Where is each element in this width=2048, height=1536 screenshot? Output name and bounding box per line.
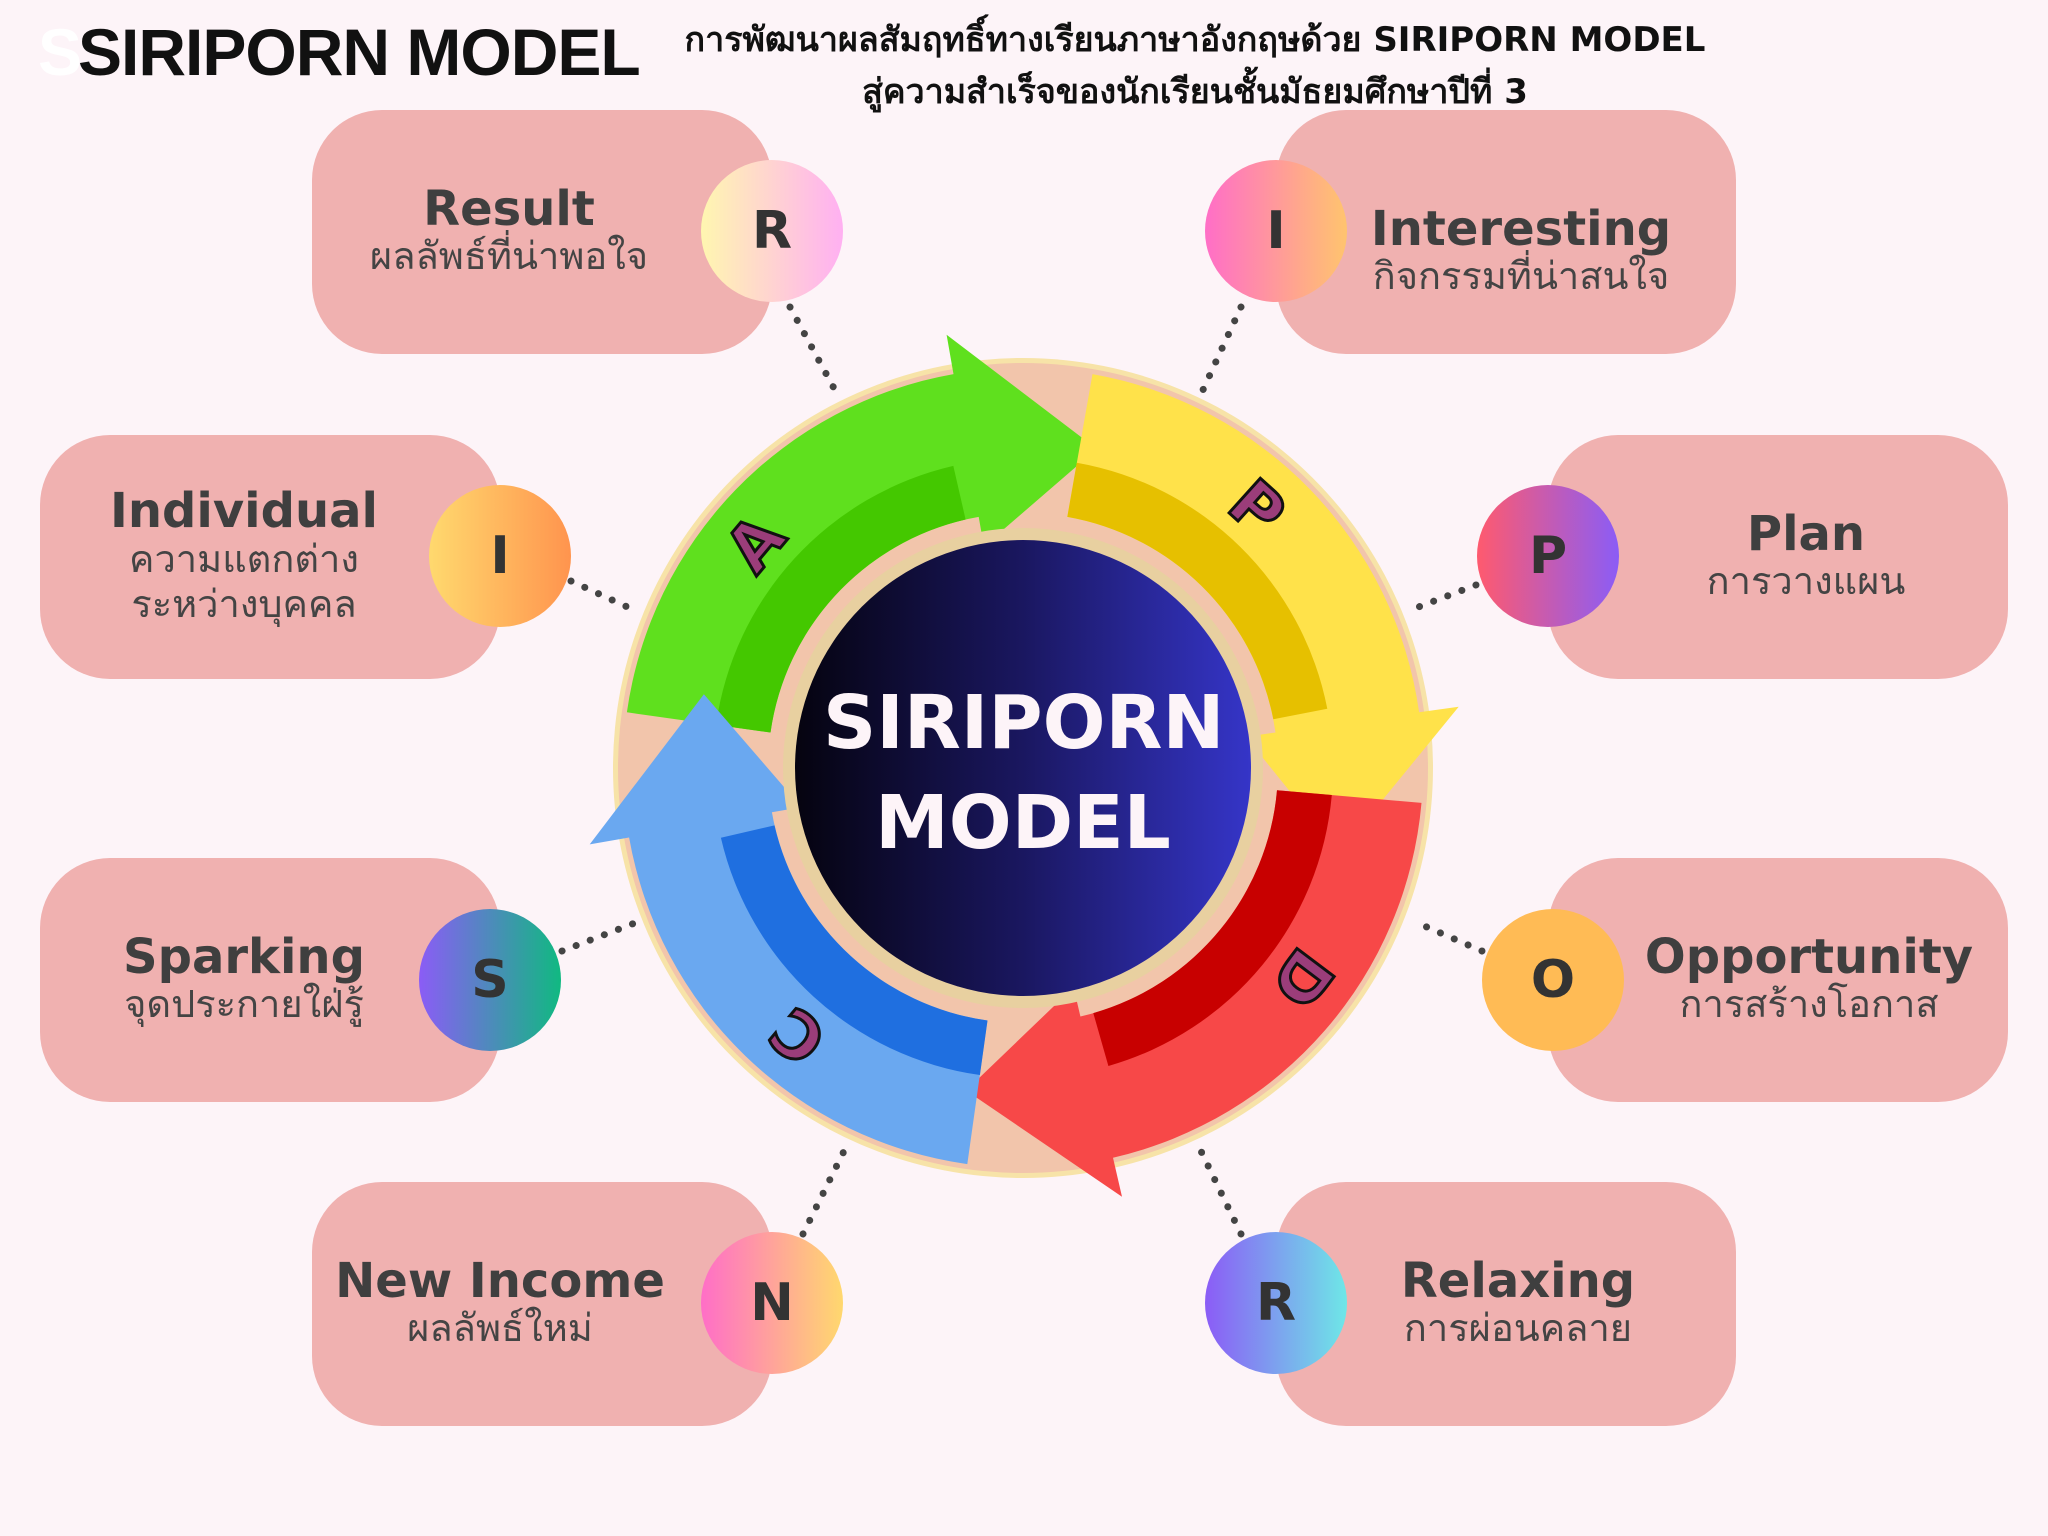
- arrow-inner-band: [716, 465, 966, 733]
- arrow-inner-band: [1093, 790, 1332, 1066]
- badge-i-interesting: I: [1205, 160, 1347, 302]
- title-shadow-letter: S: [38, 15, 83, 89]
- connector-individual: [567, 577, 640, 615]
- connector-result: [786, 303, 840, 396]
- badge-n-new-income: N: [701, 1232, 843, 1374]
- card-title: New Income: [335, 1253, 665, 1309]
- card-title: Relaxing: [1400, 1253, 1636, 1309]
- badge-s-sparking: S: [419, 909, 561, 1051]
- badge-r-relaxing: R: [1205, 1232, 1347, 1374]
- card-title: Result: [423, 181, 595, 237]
- card-title: Plan: [1746, 506, 1866, 562]
- connector-sparking: [558, 917, 644, 955]
- card-subtitle: กิจกรรมที่น่าสนใจ: [1372, 254, 1670, 299]
- card-subtitle: จุดประกายใฝ่รู้: [124, 982, 364, 1027]
- badge-o-opportunity: O: [1482, 909, 1624, 1051]
- card-title: Interesting: [1370, 201, 1672, 257]
- connector-opportunity: [1409, 917, 1486, 955]
- badge-p-plan: P: [1477, 485, 1619, 627]
- subtitle-line-2: สู่ความสำเร็จของนักเรียนชั้นมัธยมศึกษาปี…: [862, 72, 1528, 112]
- center-title-line-1: SIRIPORN: [823, 680, 1225, 766]
- page-title: SIRIPORN MODEL: [78, 15, 641, 89]
- badge-i-individual: I: [429, 485, 571, 627]
- connector-new-income: [799, 1143, 850, 1238]
- subtitle-line-1: การพัฒนาผลสัมฤทธิ์ทางเรียนภาษาอังกฤษด้วย…: [684, 20, 1706, 60]
- card-subtitle: ความแตกต่าง: [129, 536, 359, 581]
- card-subtitle: การผ่อนคลาย: [1403, 1306, 1633, 1351]
- card-subtitle: การสร้างโอกาส: [1679, 982, 1939, 1027]
- card-subtitle-2: ระหว่างบุคคล: [131, 582, 357, 627]
- card-subtitle: การวางแผน: [1706, 559, 1906, 604]
- connector-relaxing: [1195, 1143, 1245, 1238]
- badge-r-result: R: [701, 160, 843, 302]
- card-title: Sparking: [123, 929, 365, 985]
- card-subtitle: ผลลัพธ์ใหม่: [407, 1306, 593, 1351]
- card-title: Opportunity: [1644, 929, 1974, 985]
- center-circle: [795, 540, 1251, 996]
- connector-lines: [558, 303, 1486, 1238]
- connector-interesting: [1198, 303, 1245, 396]
- center-title-line-2: MODEL: [875, 780, 1171, 866]
- connector-plan: [1404, 581, 1480, 615]
- arrow-inner-band: [720, 825, 988, 1075]
- card-subtitle: ผลลัพธ์ที่น่าพอใจ: [369, 234, 649, 279]
- card-title: Individual: [110, 483, 378, 540]
- arrow-inner-band: [1067, 462, 1328, 720]
